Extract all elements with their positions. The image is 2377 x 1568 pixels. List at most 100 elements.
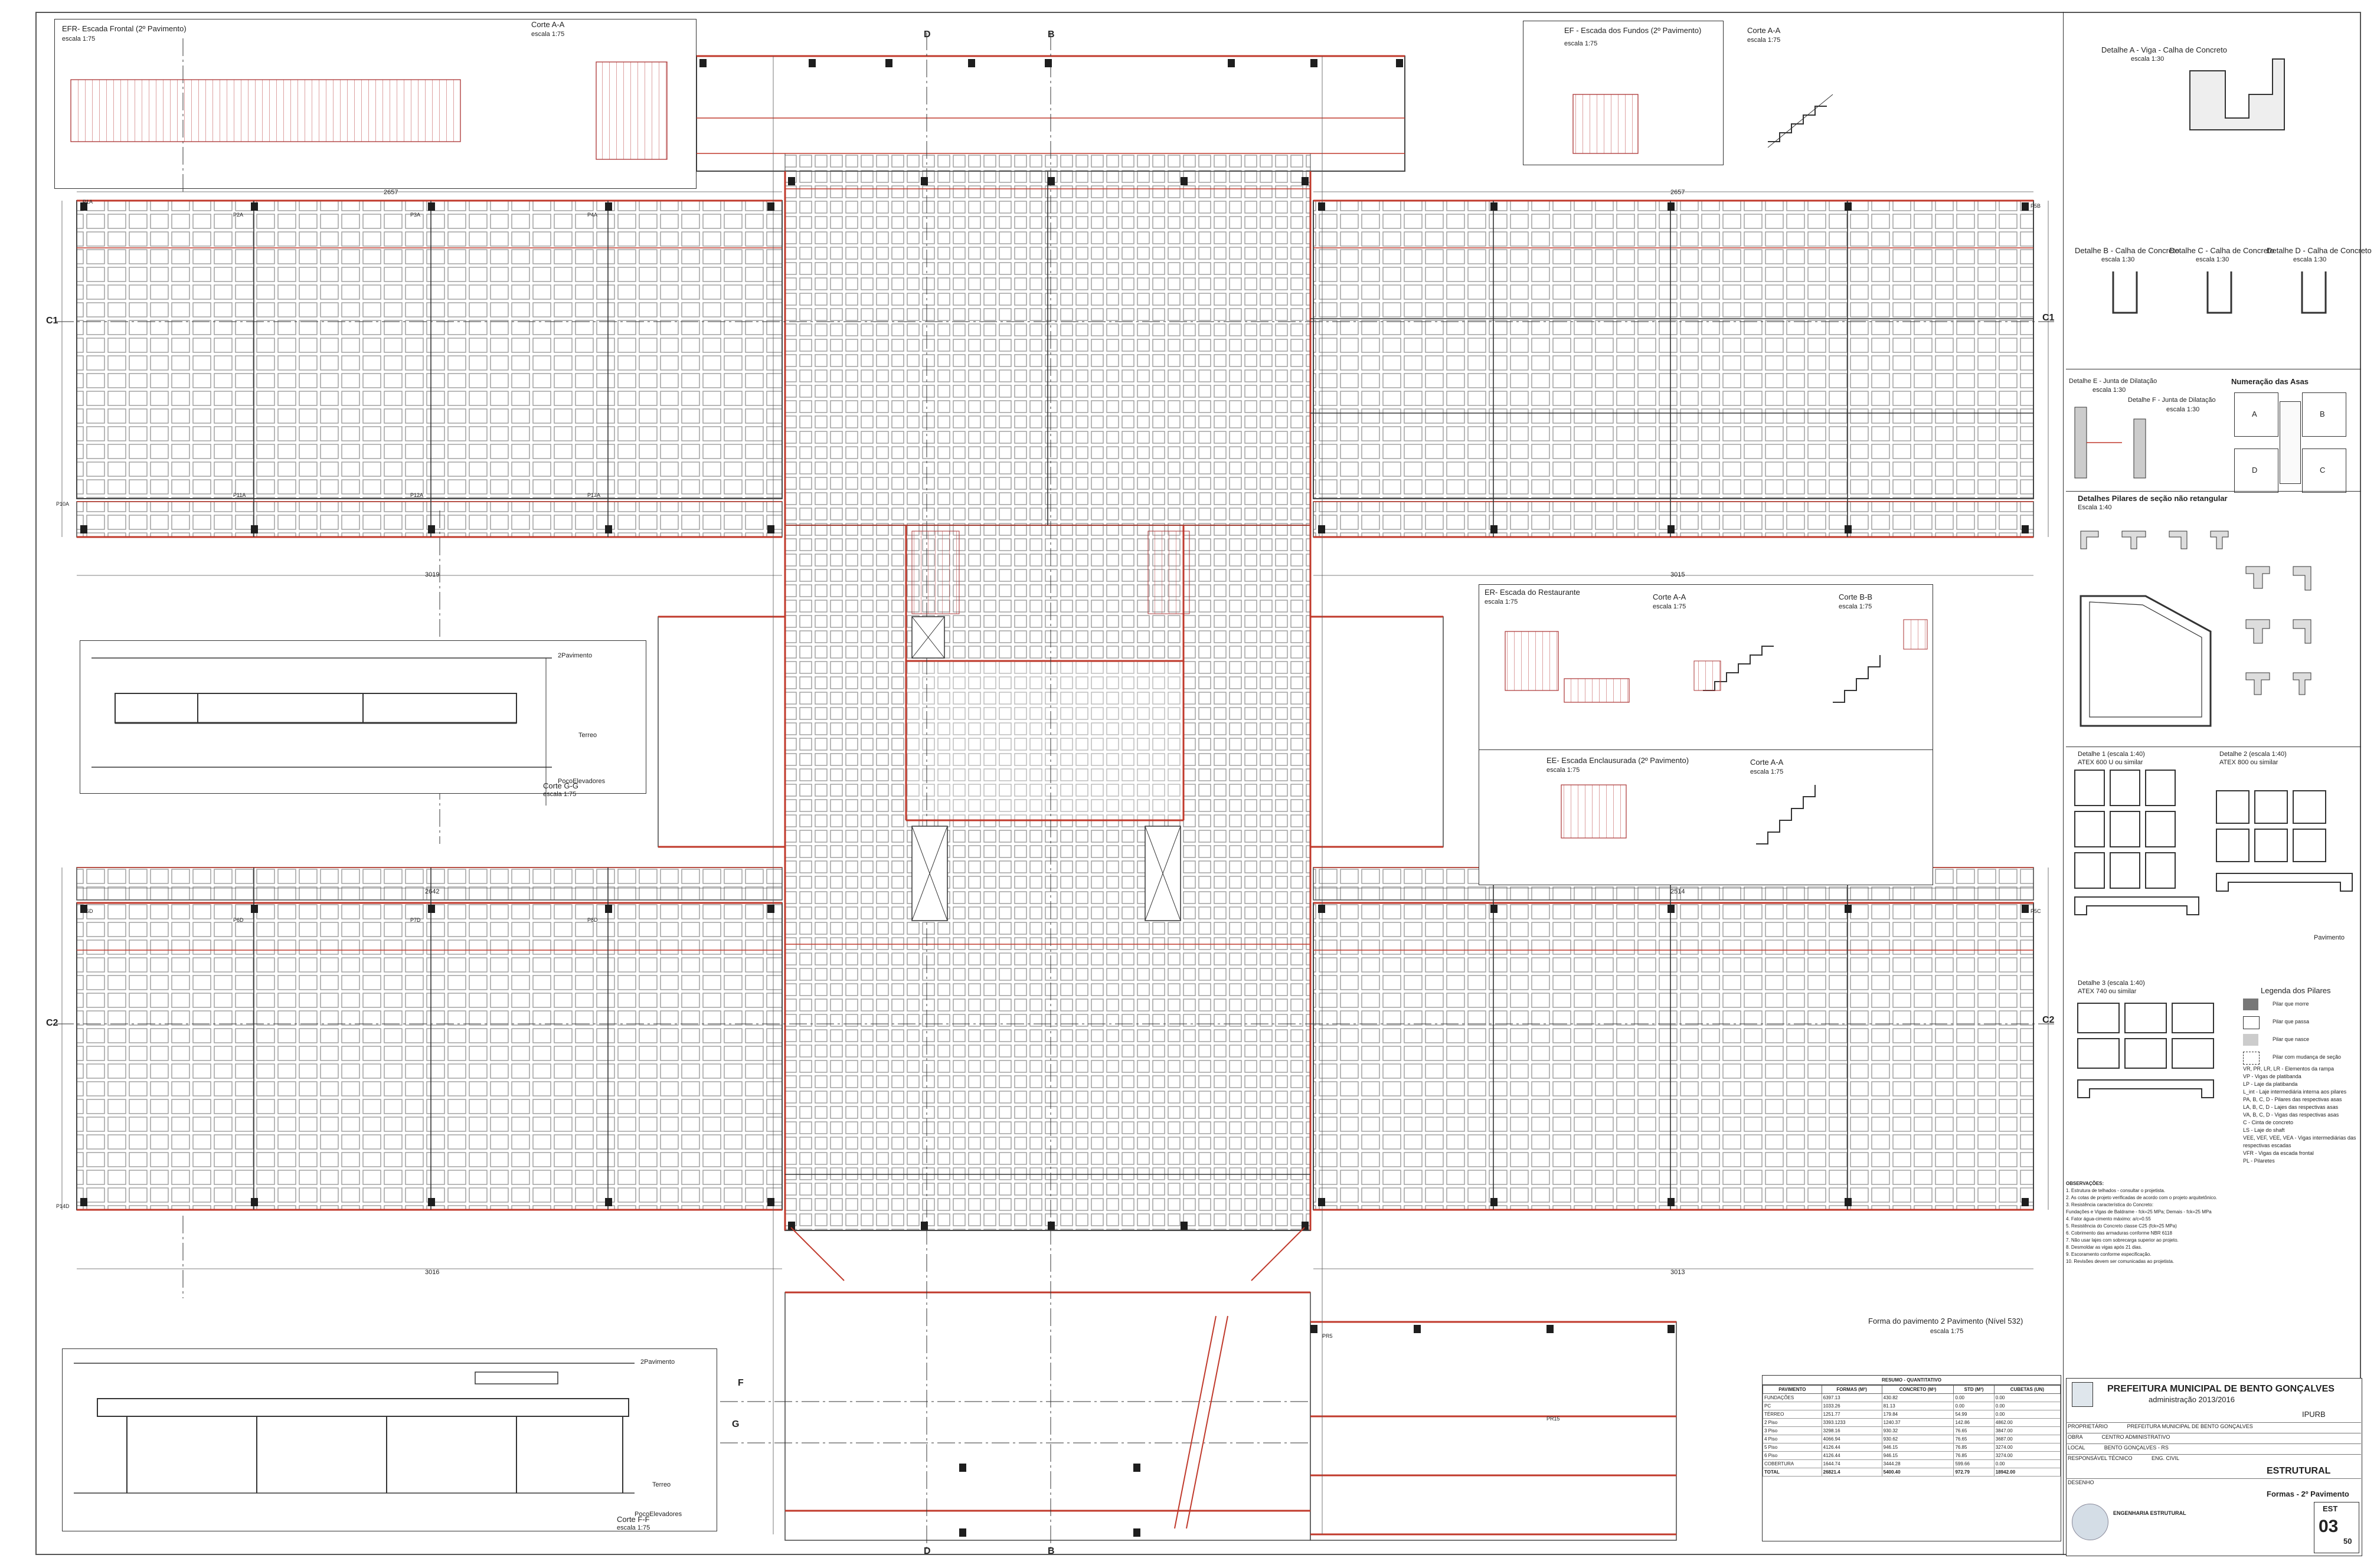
cell: 76.85 (1953, 1443, 1995, 1452)
asa-d-box (2234, 449, 2278, 493)
legenda-item-2: Pilar que passa (2273, 1019, 2310, 1024)
abbrev-line: VFR - Vigas da escada frontal (2243, 1150, 2314, 1156)
pillar-label: P5B (2031, 203, 2041, 209)
note-line: 4. Fator água-cimento máximo: a/c=0.55 (2066, 1216, 2151, 1222)
er-scale: escala 1:75 (1485, 598, 1518, 605)
sheet-code: EST (2323, 1504, 2338, 1513)
det3-drawing (2077, 1003, 2214, 1098)
pillar-label: P2A (233, 212, 244, 218)
er-ee-drawing (1505, 619, 1928, 844)
asa-a-box (2234, 392, 2278, 437)
abbrev-line: LP - Laje da platibanda (2243, 1081, 2298, 1087)
ef-cut-scale: escala 1:75 (1747, 37, 1781, 44)
sheet-number-box (2314, 1502, 2359, 1553)
tb-val: BENTO GONÇALVES - RS (2104, 1445, 2169, 1451)
efr-title: EFR- Escada Frontal (2º Pavimento) (62, 24, 187, 33)
axis-g: G (732, 1419, 740, 1429)
legenda-item-3: Pilar que nasce (2273, 1036, 2310, 1042)
cell: 6397.13 (1821, 1393, 1882, 1402)
tb-row: PROPRIETÁRIO PREFEITURA MUNICIPAL DE BEN… (2066, 1422, 2361, 1430)
dim-mid-right-2: 2514 (1670, 888, 1685, 895)
tb-row: OBRA CENTRO ADMINISTRATIVO (2066, 1433, 2361, 1441)
cell: 3298.16 (1821, 1426, 1882, 1435)
dim-bot-right: 3013 (1670, 1269, 1685, 1276)
cell: 930.62 (1881, 1435, 1954, 1443)
corte-g-poco: PocoElevadores (558, 778, 606, 785)
tb-key: OBRA (2068, 1434, 2083, 1440)
pillar-label: PR5 (1322, 1333, 1333, 1339)
pillar-label: P7D (410, 917, 421, 923)
det-d-scale: escala 1:30 (2293, 256, 2327, 263)
cell: PC (1763, 1402, 1822, 1410)
det1-title: Detalhe 1 (escala 1:40) (2078, 751, 2145, 758)
axis-c2-right: C2 (2042, 1015, 2055, 1025)
quant-table: RESUMO - QUANTITATIVO PAVIMENTO FORMAS (… (1762, 1375, 2061, 1541)
cell: 3847.00 (1993, 1426, 2061, 1435)
asa-core-box (2280, 401, 2301, 484)
cell: 3 Piso (1763, 1426, 1822, 1435)
cell: 3444.28 (1881, 1459, 1954, 1468)
cell: 0.00 (1993, 1402, 2061, 1410)
abbrev-line: LA, B, C, D - Lajes das respectivas asas (2243, 1104, 2339, 1110)
cell: 3393.1233 (1821, 1418, 1882, 1427)
asa-a-label: A (2252, 410, 2257, 418)
er-ee-divider (1479, 749, 1933, 750)
legenda-swatch-1 (2243, 999, 2258, 1010)
pillar-label: PR15 (1546, 1416, 1560, 1422)
note-line: 7. Não usar lajes com sobrecarga superio… (2066, 1238, 2179, 1243)
axis-d-bottom: D (924, 1546, 931, 1556)
corte-f-scale: escala 1:75 (617, 1524, 650, 1531)
title-dept: IPURB (2302, 1410, 2326, 1419)
legenda-swatch-4 (2243, 1052, 2260, 1065)
det3-title: Detalhe 3 (escala 1:40) (2078, 980, 2145, 987)
note-line: 1. Estrutura de telhados - consultar o p… (2066, 1188, 2166, 1193)
corte-f-pav2: 2Pavimento (640, 1359, 675, 1366)
cell: 930.32 (1881, 1426, 1954, 1435)
tb-row: DESENHO (2066, 1478, 2361, 1486)
corte-g-pav2: 2Pavimento (558, 652, 593, 659)
abbrev-line: VR, PR, LR, LR - Elementos da rampa (2243, 1066, 2335, 1072)
drawing-frame (35, 12, 2361, 1555)
wing-d-slab (76, 902, 783, 1210)
sheet-number: 03 (2319, 1517, 2339, 1536)
sheet-total: 50 (2343, 1537, 2352, 1546)
corte-f-terreo: Terreo (652, 1481, 671, 1488)
cell: 0.00 (1953, 1402, 1995, 1410)
ef-detail-box (1523, 21, 1724, 165)
pilares-drawing (2080, 531, 2311, 727)
pillar-label: P5C (2031, 908, 2041, 914)
note-line: Fundações e Vigas de Baldrame - fck=25 M… (2066, 1209, 2212, 1215)
cell: COBERTURA (1763, 1459, 1822, 1468)
cell: 3274.00 (1993, 1451, 2061, 1460)
discipline: ESTRUTURAL (2267, 1466, 2331, 1476)
ee-cut: Corte A-A (1750, 758, 1784, 767)
det-a-scale: escala 1:30 (2131, 55, 2165, 63)
note-line: 9. Escoramento conforme especificação. (2066, 1252, 2152, 1257)
cell: 972.79 (1953, 1468, 1995, 1477)
cell: 18942.00 (1993, 1468, 2061, 1477)
tb-val: CENTRO ADMINISTRATIVO (2101, 1434, 2170, 1440)
pillar-label: P3A (410, 212, 421, 218)
er-cut-a: Corte A-A (1653, 592, 1686, 601)
det-a-title: Detalhe A - Viga - Calha de Concreto (2101, 45, 2227, 54)
abbrev-line: PA, B, C, D - Pilares das respectivas as… (2243, 1096, 2342, 1102)
table-header: FORMAS (M²) (1821, 1385, 1882, 1394)
corte-f-drawing (74, 1363, 635, 1494)
efr-detail-box (54, 19, 697, 189)
dim-mid-left-2: 2642 (425, 888, 440, 895)
note-line: 8. Desmoldar as vigas após 21 dias. (2066, 1245, 2142, 1250)
ef-cut-title: Corte A-A (1747, 26, 1781, 35)
cell: TÉRREO (1763, 1410, 1822, 1419)
ee-cut-scale: escala 1:75 (1750, 768, 1784, 775)
cell: 4862.00 (1993, 1418, 2061, 1427)
det-ef-drawing (2074, 407, 2146, 479)
tb-row: RESPONSÁVEL TÉCNICO ENG. CIVIL (2066, 1454, 2361, 1462)
cell: 26821.4 (1821, 1468, 1882, 1477)
pillar-label: P12A (410, 492, 424, 498)
legenda-item-4: Pilar com mudança de seção (2273, 1054, 2342, 1060)
pavimento-label: Pavimento (2314, 934, 2345, 941)
